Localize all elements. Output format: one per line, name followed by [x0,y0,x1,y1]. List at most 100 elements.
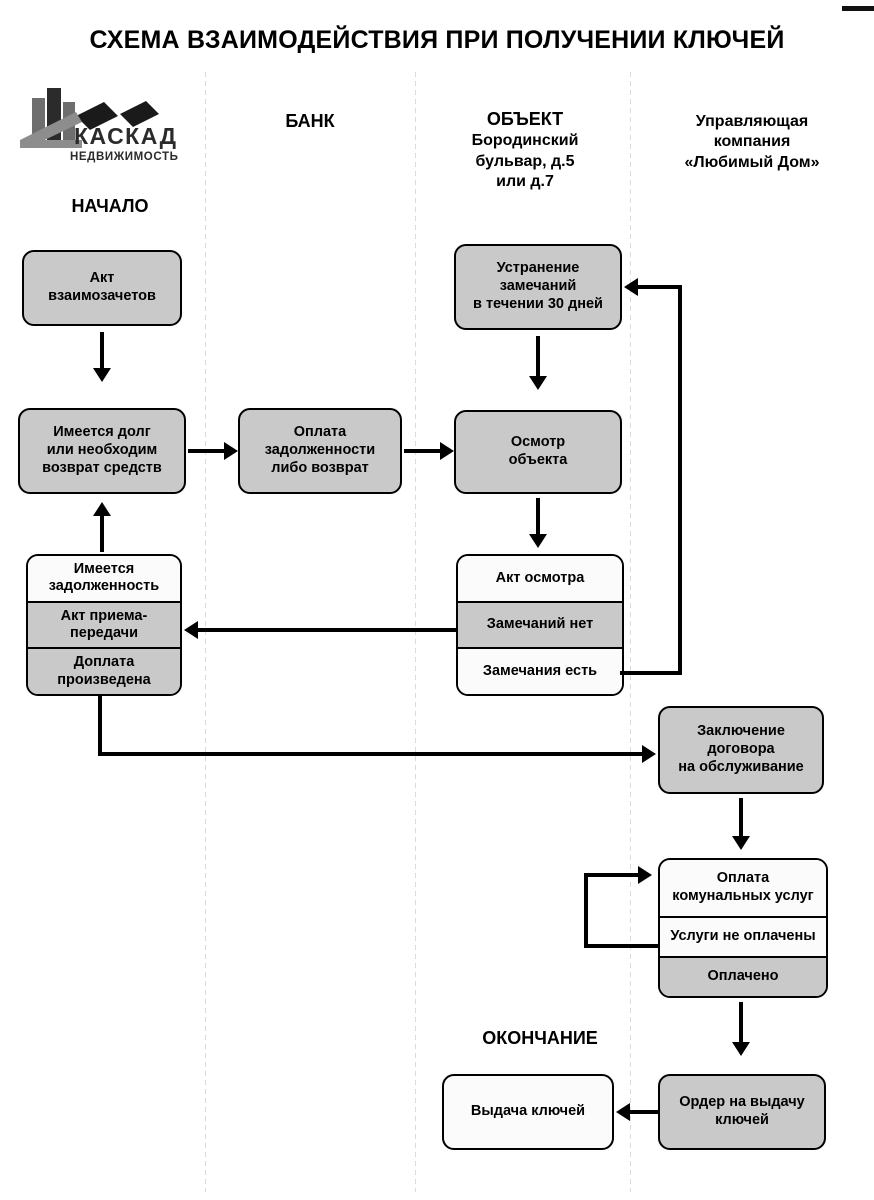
page-title: СХЕМА ВЗАИМОДЕЙСТВИЯ ПРИ ПОЛУЧЕНИИ КЛЮЧЕ… [89,26,785,54]
connector-zaklyuchenie-to-oplata-kom [739,798,743,842]
stack-seg-uslugi-ne-oplacheny[interactable]: Услуги не оплачены [660,915,826,956]
lane-header-object: ОБЪЕКТ Бородинский бульвар, д.5 или д.7 [425,108,625,192]
lane-header-uk-line3: «Любимый Дом» [684,153,820,171]
connector-dolg-to-oplata [188,449,228,453]
connector-oplata-to-osmotr [404,449,444,453]
connector-zamechaniya-est-out [620,671,682,675]
node-akt-vzaimozachetov-line2: взаимозачетов [48,288,156,304]
connector-zamechaniya-est-to-ustranenie [638,285,682,289]
node-osmotr-obyekta[interactable]: Осмотр объекта [454,410,622,494]
node-ustranenie-zamechaniy[interactable]: Устранение замечаний в течении 30 дней [454,244,622,330]
stack-left-akt-priema[interactable]: Имеется задолженность Акт приема- переда… [26,554,182,696]
stack-seg-imeetsya-zadolzhennost[interactable]: Имеется задолженность [28,556,180,601]
connector-uslugi-out [584,944,660,948]
svg-text:НЕДВИЖИМОСТЬ: НЕДВИЖИМОСТЬ [70,151,178,163]
arrowhead-zaklyuchenie-to-oplata-kom [732,836,750,850]
arrowhead-zamechaniy-net-to-akt-priema [184,621,198,639]
stack-seg-akt-priema-peredachi-l1: Акт приема- [60,607,148,624]
connector-order-to-vydacha [630,1110,658,1114]
lane-header-bank: БАНК [285,111,335,131]
node-imeetsya-dolg[interactable]: Имеется долг или необходим возврат средс… [18,408,186,494]
node-oplata-zadolzhennosti-line3: либо возврат [271,459,369,476]
connector-oplacheno-to-order [739,1002,743,1048]
connector-uslugi-riser [584,873,588,948]
stack-seg-zamechaniya-est-l1: Замечания есть [482,662,598,679]
stack-akt-osmotra[interactable]: Акт осмотра Замечаний нет Замечания есть [456,554,624,696]
lane-header-uk-line1: Управляющая [695,113,809,130]
stack-seg-oplata-komunalnyh-l1: Оплата [716,870,770,887]
start-marker: НАЧАЛО [71,196,149,216]
connector-zamechaniya-est-riser [678,285,682,675]
node-zaklyuchenie-dogovora[interactable]: Заключение договора на обслуживание [658,706,824,794]
arrowhead-osmotr-to-akt-osmotra [529,534,547,548]
node-akt-vzaimozachetov-line1: Акт [89,270,115,287]
arrowhead-stack-to-dolg [93,502,111,516]
node-order-line1: Ордер на выдачу [679,1094,805,1111]
svg-text:КАСКАД: КАСКАД [74,123,178,149]
stack-seg-doplata-proizvedena-l1: Доплата [73,654,135,671]
lane-header-uk: Управляющая компания «Любимый Дом» [636,112,868,173]
logo-wordmark: КАСКАД НЕДВИЖИМОСТЬ [70,123,178,163]
stack-oplata-komunalnyh[interactable]: Оплата комунальных услуг Услуги не оплач… [658,858,828,998]
stack-seg-oplacheno-l1: Оплачено [707,968,779,985]
node-imeetsya-dolg-line3: возврат средств [42,459,162,476]
node-ustranenie-line1: Устранение [496,260,580,277]
lane-header-object-line3: бульвар, д.5 [475,152,575,170]
arrowhead-doplata-to-zaklyuchenie [642,745,656,763]
connector-ustranenie-to-osmotr [536,336,540,382]
stack-seg-zamechaniya-est[interactable]: Замечания есть [458,647,622,694]
arrowhead-ustranenie-to-osmotr [529,376,547,390]
lane-divider-1 [205,72,206,1192]
stack-seg-akt-priema-peredachi[interactable]: Акт приема- передачи [28,600,180,648]
node-ustranenie-line3: в течении 30 дней [473,295,603,312]
lane-header-object-line4: или д.7 [496,172,554,190]
kaskad-logo: КАСКАД НЕДВИЖИМОСТЬ [18,82,198,168]
stack-seg-akt-osmotra-l1: Акт осмотра [495,569,585,586]
node-zaklyuchenie-line1: Заключение [697,723,785,740]
lane-divider-3 [630,72,631,1192]
connector-doplata-drop [98,694,102,756]
arrowhead-akt-to-dolg [93,368,111,382]
arrowhead-oplata-to-osmotr [440,442,454,460]
stack-seg-oplata-komunalnyh-uslug[interactable]: Оплата комунальных услуг [660,860,826,916]
arrowhead-zamechaniya-est-to-ustranenie [624,278,638,296]
node-order-line2: ключей [715,1112,769,1128]
connector-stack-to-dolg [100,512,104,552]
connector-osmotr-to-akt-osmotra [536,498,540,540]
connector-akt-to-dolg [100,332,104,372]
arrowhead-dolg-to-oplata [224,442,238,460]
arrowhead-uslugi-to-oplata-kom [638,866,652,884]
connector-uslugi-to-oplata-kom [584,873,642,877]
scan-artifact-bar [842,6,874,11]
connector-zamechaniy-net-to-akt-priema [198,628,456,632]
node-vydacha-klyuchey[interactable]: Выдача ключей [442,1074,614,1150]
stack-seg-oplata-komunalnyh-l2: комунальных услуг [672,887,814,904]
node-order-na-vydachu[interactable]: Ордер на выдачу ключей [658,1074,826,1150]
stack-seg-imeetsya-zadolzhennost-l2: задолженность [48,578,160,595]
lane-header-uk-line2: компания [713,133,791,151]
stack-seg-doplata-proizvedena-l2: произведена [57,671,151,688]
stack-seg-imeetsya-zadolzhennost-l1: Имеется [73,560,135,577]
node-ustranenie-line2: замечаний [499,278,577,295]
node-vydacha-klyuchey-label: Выдача ключей [470,1103,586,1120]
stack-seg-oplacheno[interactable]: Оплачено [660,955,826,996]
stack-seg-uslugi-ne-oplacheny-l1: Услуги не оплачены [670,928,816,944]
node-osmotr-line2: объекта [508,452,568,468]
arrowhead-oplacheno-to-order [732,1042,750,1056]
node-zaklyuchenie-line2: договора [707,741,775,758]
arrowhead-order-to-vydacha [616,1103,630,1121]
node-imeetsya-dolg-line2: или необходим [46,442,158,459]
stack-seg-doplata-proizvedena[interactable]: Доплата произведена [28,647,180,694]
node-imeetsya-dolg-line1: Имеется долг [53,424,151,441]
end-marker: ОКОНЧАНИЕ [482,1028,598,1048]
stack-seg-zamechaniy-net[interactable]: Замечаний нет [458,600,622,648]
stack-seg-akt-osmotra[interactable]: Акт осмотра [458,556,622,601]
node-akt-vzaimozachetov[interactable]: Акт взаимозачетов [22,250,182,326]
connector-doplata-to-zaklyuchenie [98,752,646,756]
lane-divider-2 [415,72,416,1192]
stack-seg-akt-priema-peredachi-l2: передачи [70,625,138,641]
node-oplata-zadolzhennosti-line1: Оплата [293,424,347,441]
node-oplata-zadolzhennosti[interactable]: Оплата задолженности либо возврат [238,408,402,494]
node-osmotr-line1: Осмотр [510,434,566,451]
logo-buildings-icon [20,88,159,148]
